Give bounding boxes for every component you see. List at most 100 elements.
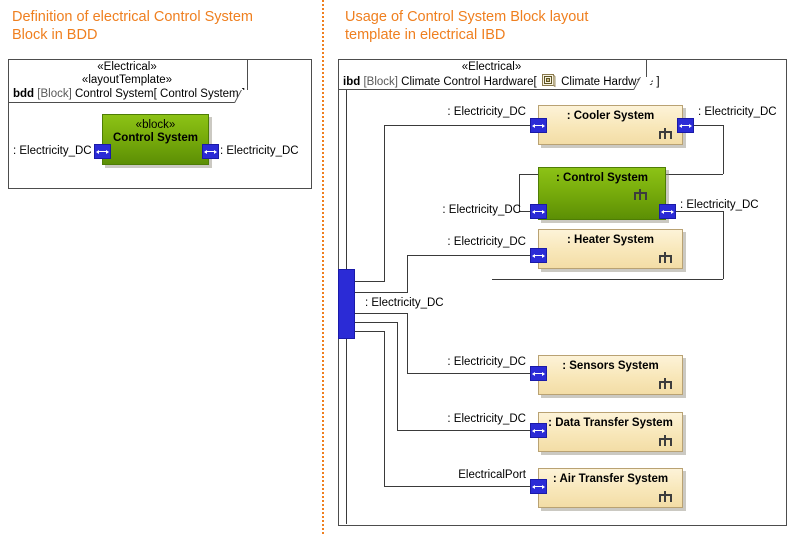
part-control-out-port[interactable] <box>659 204 676 219</box>
part-control-system-label: : Control System <box>555 172 648 184</box>
part-sensors-in-port-label: : Electricity_DC <box>447 356 526 368</box>
ibd-frame-header: «Electrical» ibd [Block] Climate Control… <box>339 60 660 90</box>
part-air-transfer-in-port[interactable] <box>530 479 547 494</box>
panel-divider <box>322 0 324 534</box>
bdd-block-stereotype: «block» <box>135 119 176 131</box>
bidirectional-arrow-icon <box>340 301 353 304</box>
bidirectional-arrow-icon <box>532 210 545 214</box>
connector-air-seg1 <box>355 331 384 332</box>
connector-cooler-seg2 <box>384 125 385 282</box>
part-heater-in-port-label: : Electricity_DC <box>447 236 526 248</box>
bdd-close-bracket: ] <box>241 88 246 100</box>
bidirectional-arrow-icon <box>532 124 545 128</box>
part-cooler-system-label: : Cooler System <box>566 110 655 122</box>
part-control-in-port-label: : Electricity_DC <box>442 204 521 216</box>
bidirectional-arrow-icon <box>679 124 692 128</box>
bidirectional-arrow-icon <box>532 485 545 489</box>
bidirectional-arrow-icon <box>532 254 545 258</box>
part-air-transfer-system[interactable]: : Air Transfer System <box>538 468 683 508</box>
connector-cooler-out-seg1 <box>686 125 723 126</box>
bdd-header-line: bdd [Block] Control System[ Control Syst… <box>13 87 245 101</box>
part-property-icon <box>634 189 647 200</box>
part-cooler-system[interactable]: : Cooler System <box>538 105 683 145</box>
connector-cooler-seg3 <box>384 125 530 126</box>
bidirectional-arrow-icon <box>532 429 545 433</box>
connector-sensors-seg2 <box>407 313 408 373</box>
bdd-right-port[interactable] <box>202 144 219 159</box>
part-heater-system-label: : Heater System <box>567 234 654 246</box>
ibd-boundary-port[interactable] <box>338 269 355 339</box>
connector-boundary-trunk <box>346 339 347 524</box>
connector-control-out-seg3 <box>492 279 723 280</box>
part-data-transfer-in-port-label: : Electricity_DC <box>447 413 526 425</box>
ibd-kind-label: ibd <box>343 76 361 88</box>
connector-boundary-trunk-top <box>346 90 347 269</box>
ibd-close-bracket: ] <box>656 76 660 88</box>
bdd-type-label: [Block] <box>37 88 72 100</box>
connector-air-seg3 <box>384 486 530 487</box>
part-heater-in-port[interactable] <box>530 248 547 263</box>
part-cooler-out-port[interactable] <box>677 118 694 133</box>
ibd-diagram-name: Climate Hardware <box>561 76 654 88</box>
part-property-icon <box>659 252 672 263</box>
bdd-stereotype-electrical: «Electrical» <box>97 61 157 73</box>
connector-cooler-out-seg2 <box>723 125 724 174</box>
bdd-stereotype-layouttemplate: «layoutTemplate» <box>81 74 173 86</box>
connector-control-out-seg1 <box>666 211 723 212</box>
connector-control-out-seg2 <box>723 211 724 279</box>
bdd-diagram-frame: «Electrical» «layoutTemplate» bdd [Block… <box>8 59 312 189</box>
connector-cooler-out-seg5 <box>519 211 530 212</box>
part-sensors-system[interactable]: : Sensors System <box>538 355 683 395</box>
part-sensors-in-port[interactable] <box>530 366 547 381</box>
connector-sensors-seg1 <box>355 313 407 314</box>
connector-data-seg2 <box>397 322 398 430</box>
ibd-boundary-port-label: : Electricity_DC <box>365 297 444 309</box>
connector-heater-seg2 <box>407 255 408 293</box>
connector-cooler-out-seg4 <box>519 174 520 211</box>
part-property-icon <box>659 435 672 446</box>
bdd-left-port-label: : Electricity_DC <box>13 145 92 157</box>
bidirectional-arrow-icon <box>661 210 674 214</box>
part-air-transfer-in-port-label: ElectricalPort <box>458 469 526 481</box>
bdd-frame-header: «Electrical» «layoutTemplate» bdd [Block… <box>9 60 248 103</box>
bdd-element-label: Control System <box>75 88 154 100</box>
connector-heater-seg3 <box>407 255 530 256</box>
ibd-diagram-frame: «Electrical» ibd [Block] Climate Control… <box>338 59 787 526</box>
ibd-type-label: [Block] <box>363 76 398 88</box>
part-data-transfer-system[interactable]: : Data Transfer System <box>538 412 683 452</box>
part-property-icon <box>659 128 672 139</box>
bidirectional-arrow-icon <box>96 150 109 154</box>
part-control-in-port[interactable] <box>530 204 547 219</box>
part-cooler-out-port-label: : Electricity_DC <box>698 106 777 118</box>
bdd-diagram-name: Control System <box>160 88 239 100</box>
bdd-right-port-label: : Electricity_DC <box>220 145 299 157</box>
bdd-control-system-block[interactable]: «block» Control System <box>102 114 209 165</box>
ibd-element-label: Climate Control Hardware <box>401 76 534 88</box>
part-property-icon <box>659 491 672 502</box>
part-control-system[interactable]: : Control System <box>538 167 666 220</box>
part-air-transfer-system-label: : Air Transfer System <box>552 473 669 485</box>
ibd-header-line: ibd [Block] Climate Control Hardware[ Cl… <box>343 74 660 89</box>
part-control-out-port-label: : Electricity_DC <box>680 199 759 211</box>
part-data-transfer-in-port[interactable] <box>530 423 547 438</box>
bdd-panel-title: Definition of electrical Control System … <box>12 9 253 43</box>
connector-air-seg2 <box>384 331 385 486</box>
part-sensors-system-label: : Sensors System <box>562 360 659 372</box>
ibd-open-bracket: [ <box>533 76 537 88</box>
ibd-diagram-icon <box>541 74 556 88</box>
part-property-icon <box>659 378 672 389</box>
bdd-open-bracket: [ <box>153 88 157 100</box>
part-heater-system[interactable]: : Heater System <box>538 229 683 269</box>
connector-sensors-seg3 <box>407 373 530 374</box>
part-cooler-in-port[interactable] <box>530 118 547 133</box>
part-cooler-in-port-label: : Electricity_DC <box>447 106 526 118</box>
bidirectional-arrow-icon <box>204 150 217 154</box>
bdd-left-port[interactable] <box>94 144 111 159</box>
ibd-panel-title: Usage of Control System Block layout tem… <box>345 9 589 43</box>
connector-heater-seg1 <box>355 292 407 293</box>
ibd-stereotype-electrical: «Electrical» <box>461 61 522 73</box>
connector-data-seg3 <box>397 430 530 431</box>
part-data-transfer-system-label: : Data Transfer System <box>548 417 673 429</box>
bdd-block-name: Control System <box>113 132 198 144</box>
